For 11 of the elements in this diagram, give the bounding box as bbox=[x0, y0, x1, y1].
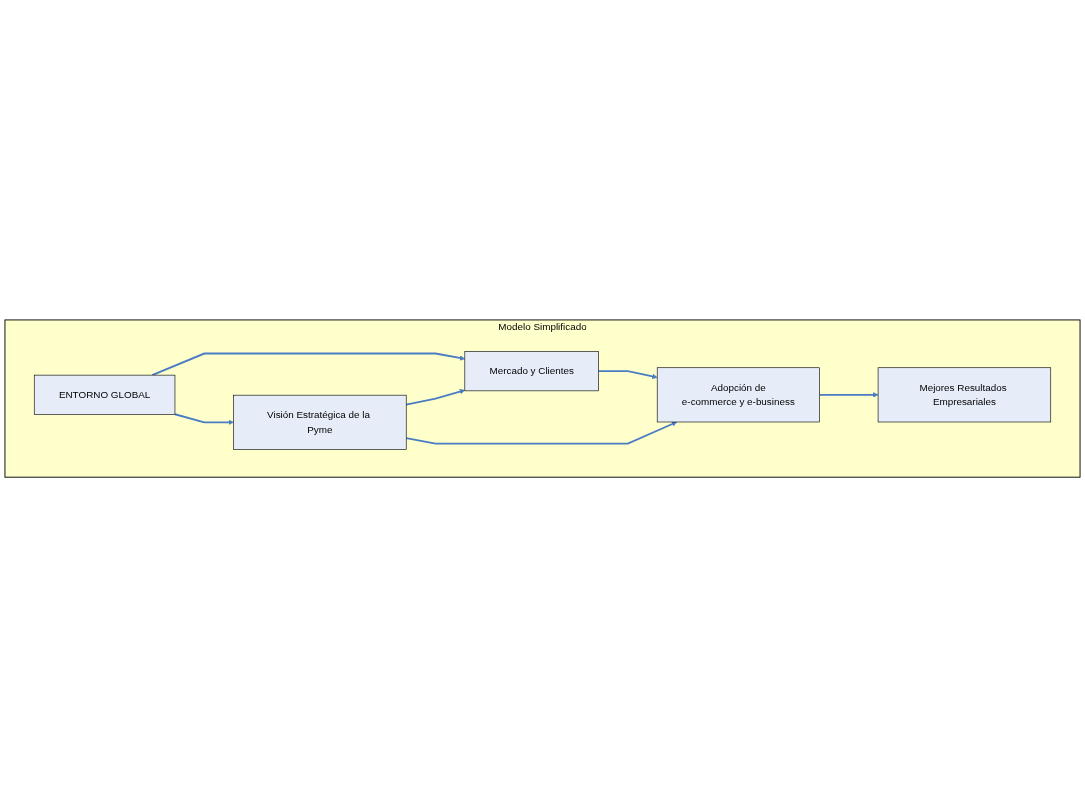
arrow bbox=[818, 392, 879, 398]
node-box: Adopción de e-commerce y e-business bbox=[656, 367, 820, 423]
arrow bbox=[405, 389, 466, 406]
arrow bbox=[151, 353, 466, 377]
node-box: Mercado y Clientes bbox=[464, 351, 599, 392]
arrow bbox=[174, 413, 234, 426]
node-box: Mejores Resultados Empresariales bbox=[877, 367, 1052, 423]
node-box: Visión Estratégica de la Pyme bbox=[233, 395, 407, 451]
arrow bbox=[405, 421, 678, 445]
arrow bbox=[597, 370, 658, 380]
node-box: ENTORNO GLOBAL bbox=[33, 375, 176, 416]
